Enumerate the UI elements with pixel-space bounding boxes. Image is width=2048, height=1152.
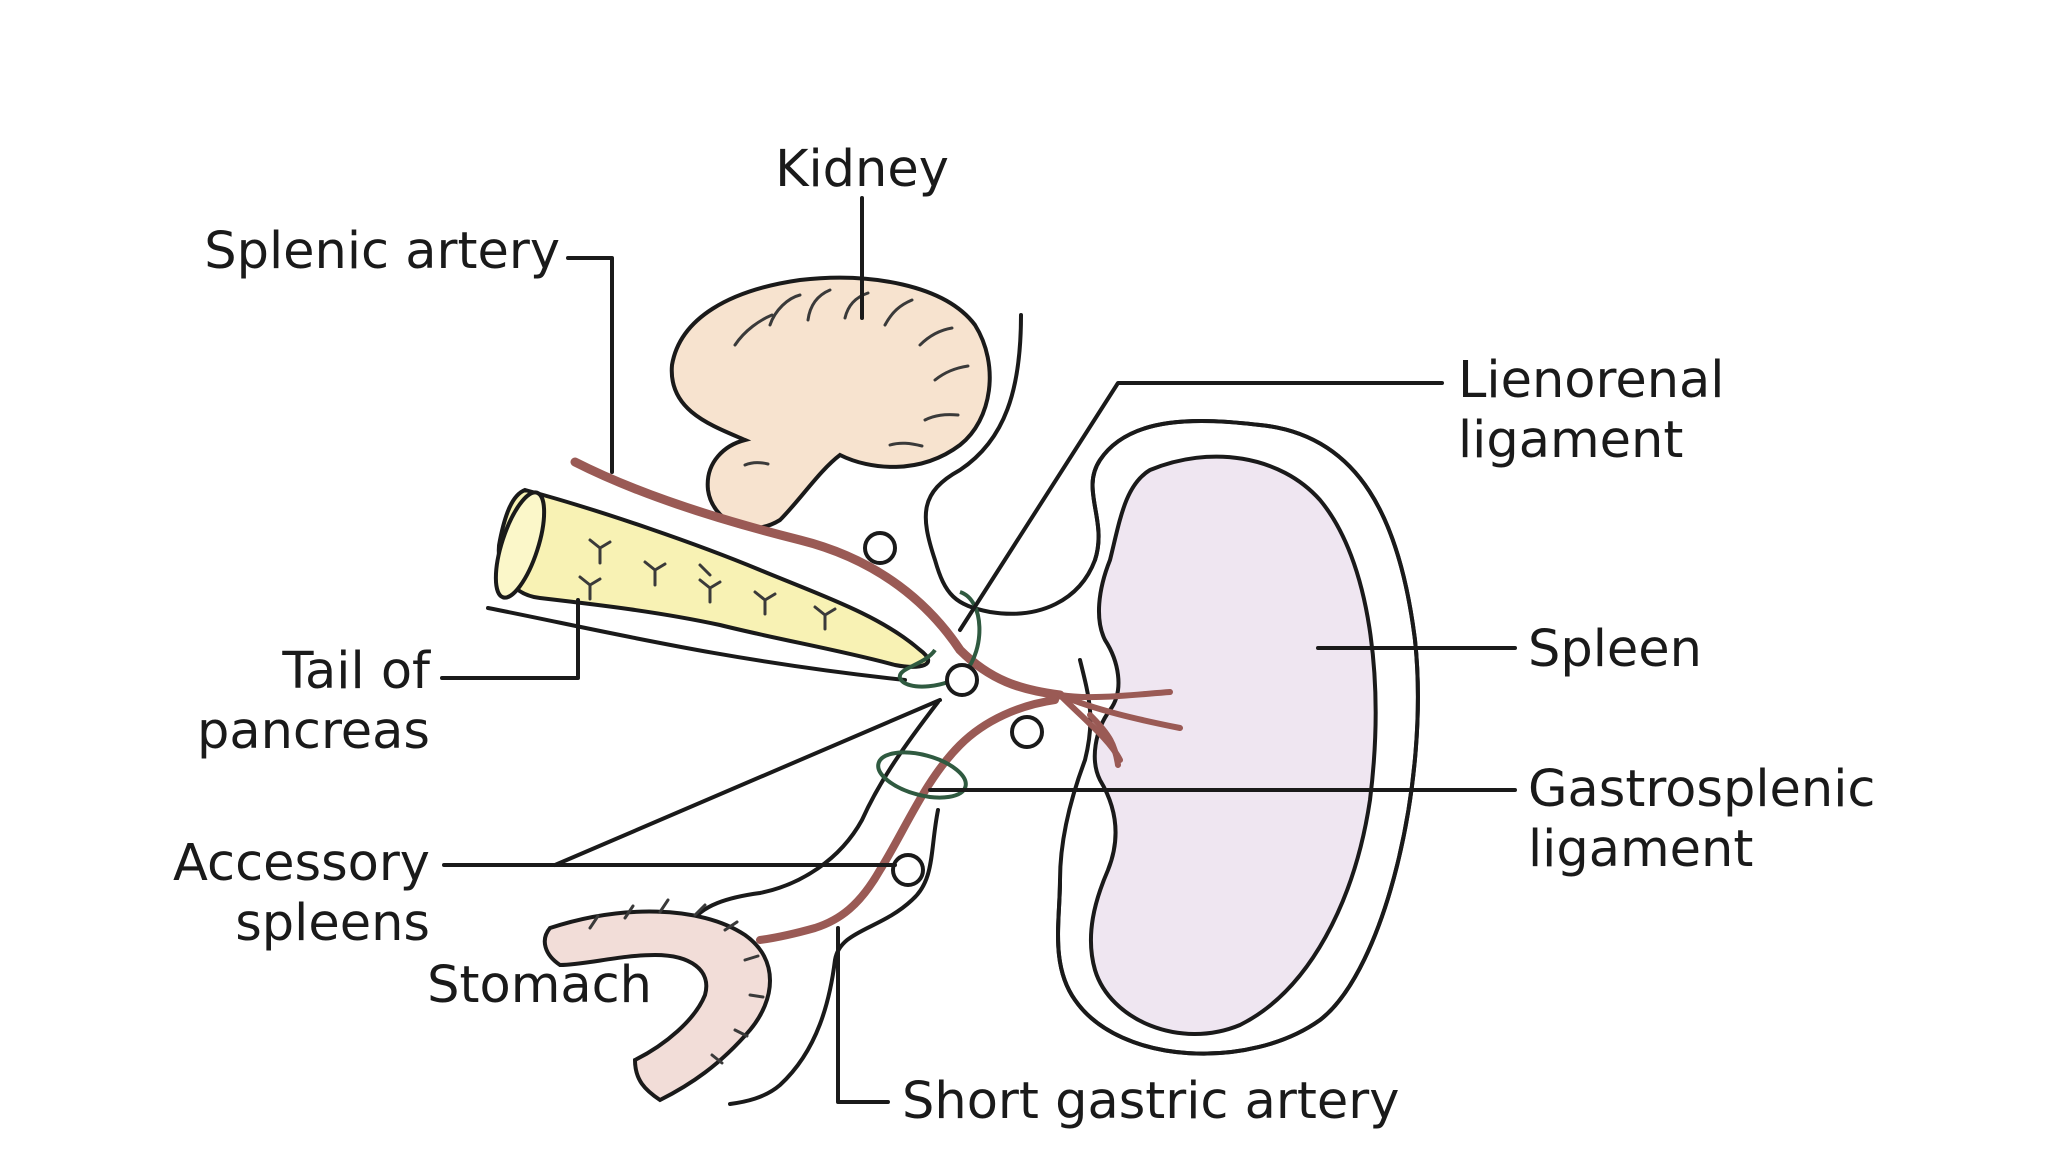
accessory-spleen-3 xyxy=(1010,715,1044,749)
splenic-artery-vessel xyxy=(570,457,1065,700)
label-splenic-artery: Splenic artery xyxy=(204,222,560,281)
kidney xyxy=(669,275,992,531)
spleen-outer-capsule xyxy=(1056,419,1420,1056)
accessory-spleen-2 xyxy=(945,663,979,697)
accessory-spleens-leader-upper xyxy=(553,698,942,867)
label-accessory-spleens-1: Accessory xyxy=(173,834,430,893)
accessory-spleen-1 xyxy=(863,531,897,565)
lienorenal-ring xyxy=(897,590,982,689)
tail-of-pancreas-leader xyxy=(440,598,580,680)
label-short-gastric-artery: Short gastric artery xyxy=(902,1072,1399,1131)
leader-lines xyxy=(440,196,1517,1104)
lienorenal-leader xyxy=(958,381,1444,632)
label-lienorenal-2: ligament xyxy=(1458,411,1683,470)
label-accessory-spleens-2: spleens xyxy=(235,894,430,953)
label-tail-of-pancreas-2: pancreas xyxy=(197,702,430,761)
label-lienorenal-1: Lienorenal xyxy=(1458,351,1724,410)
label-stomach: Stomach xyxy=(427,956,652,1015)
kidney-shape xyxy=(669,275,992,531)
short-gastric-artery-vessel xyxy=(756,696,1059,944)
label-gastrosplenic-2: ligament xyxy=(1528,820,1753,879)
splenic-artery-branch-2 xyxy=(1057,692,1183,731)
accessory-spleens xyxy=(863,531,1044,887)
spleen xyxy=(1056,419,1420,1056)
stomach-shape xyxy=(542,909,772,1103)
labels: Kidney Splenic artery Lienorenal ligamen… xyxy=(173,140,1875,1131)
tail-of-pancreas xyxy=(493,487,930,669)
accessory-spleen-4 xyxy=(891,853,925,887)
label-kidney: Kidney xyxy=(775,140,949,199)
arteries xyxy=(570,457,1183,944)
label-tail-of-pancreas-1: Tail of xyxy=(281,642,431,701)
splenic-artery-branch-4 xyxy=(1087,712,1121,768)
stomach xyxy=(542,898,772,1103)
short-gastric-leader xyxy=(836,926,890,1104)
splenic-artery-leader xyxy=(566,256,614,474)
label-gastrosplenic-1: Gastrosplenic xyxy=(1528,760,1875,819)
spleen-shape xyxy=(1088,454,1378,1036)
ligament-rings xyxy=(876,590,982,800)
gastrosplenic-ring xyxy=(876,750,968,800)
label-spleen: Spleen xyxy=(1528,620,1702,679)
